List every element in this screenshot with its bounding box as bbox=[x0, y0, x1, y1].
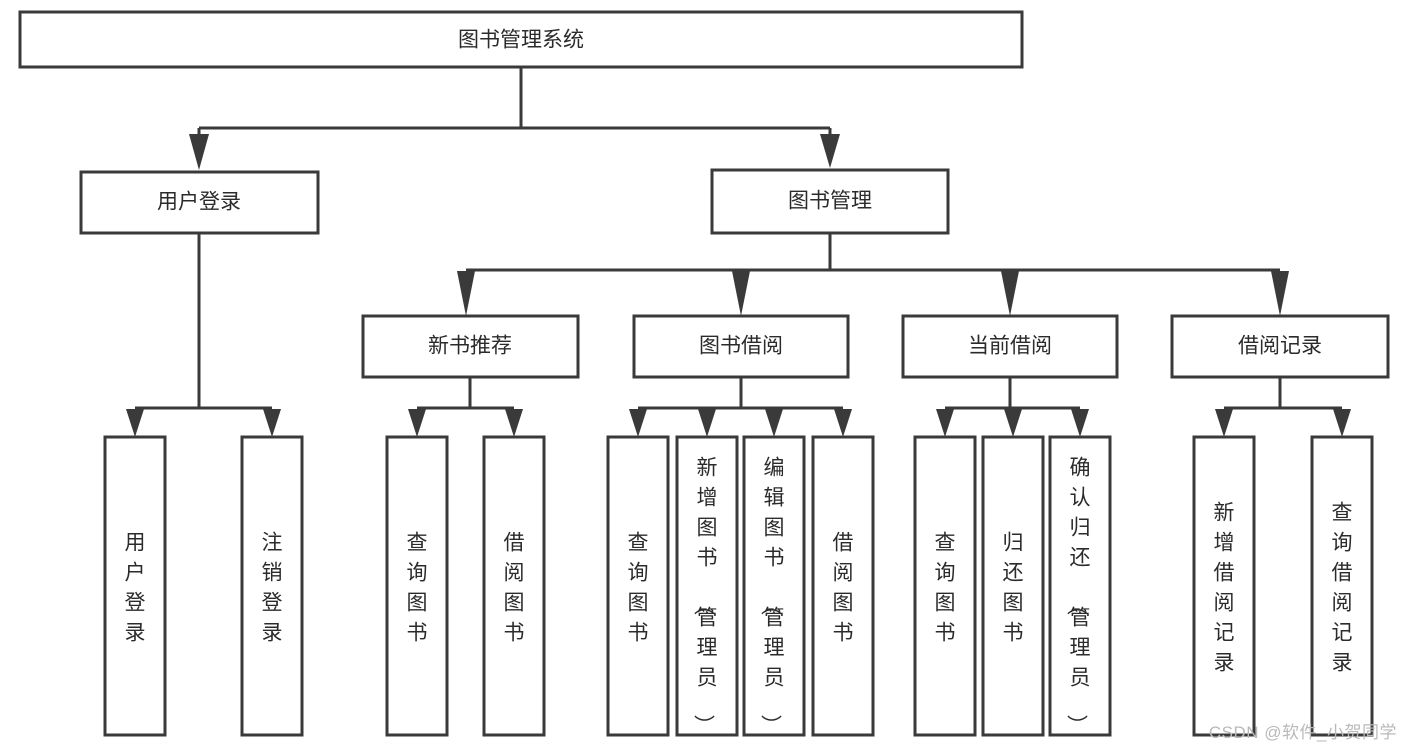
leaf-node-box[interactable] bbox=[606, 435, 670, 737]
leaf-node-label: 借阅图书 bbox=[833, 531, 854, 644]
leaf-node-box[interactable] bbox=[913, 435, 977, 737]
node-book-borrow-label: 图书借阅 bbox=[699, 335, 783, 358]
leaf-node-label: 查询图书 bbox=[407, 531, 428, 644]
leaf-node[interactable]: 查询图书 bbox=[385, 435, 449, 737]
node-new-book-recommend[interactable]: 新书推荐 bbox=[361, 314, 580, 379]
connector-layer bbox=[126, 67, 1351, 437]
node-root-box[interactable] bbox=[18, 10, 1024, 69]
arrow-head-leaf-query-book-1 bbox=[408, 409, 426, 437]
csdn-watermark: CSDN @软件_小贺同学 bbox=[1208, 723, 1397, 742]
leaf-node-label: 归还图书 bbox=[1003, 531, 1024, 644]
leaf-node[interactable]: 新增图书（管理员） bbox=[675, 435, 739, 737]
leaf-node-label: 借阅图书 bbox=[504, 531, 525, 644]
leaf-node-label: 查询图书 bbox=[935, 531, 956, 644]
node-book-borrow[interactable]: 图书借阅 bbox=[632, 314, 850, 379]
node-root[interactable]: 图书管理系统 bbox=[18, 10, 1024, 69]
leaf-node-label: 查询图书 bbox=[628, 531, 649, 644]
leaf-node-box[interactable] bbox=[981, 435, 1045, 737]
node-borrow-record-box[interactable] bbox=[1170, 314, 1390, 379]
leaf-node-box[interactable] bbox=[1310, 435, 1374, 737]
node-current-borrow[interactable]: 当前借阅 bbox=[901, 314, 1119, 379]
leaf-node-box[interactable] bbox=[103, 435, 167, 737]
node-borrow-record-label: 借阅记录 bbox=[1238, 335, 1322, 358]
node-user-login[interactable]: 用户登录 bbox=[79, 170, 320, 235]
leaf-node-label: 用户登录 bbox=[125, 531, 146, 644]
node-book-manage-label: 图书管理 bbox=[788, 190, 872, 213]
leaf-node-box[interactable] bbox=[811, 435, 875, 737]
node-borrow-record[interactable]: 借阅记录 bbox=[1170, 314, 1390, 379]
node-root-label: 图书管理系统 bbox=[458, 29, 584, 52]
node-user-login-label: 用户登录 bbox=[157, 191, 241, 214]
leaf-node[interactable]: 编辑图书（管理员） bbox=[742, 435, 806, 737]
node-book-manage[interactable]: 图书管理 bbox=[710, 168, 950, 235]
leaf-node-label: 新增借阅记录 bbox=[1214, 501, 1235, 674]
leaf-node[interactable]: 查询图书 bbox=[913, 435, 977, 737]
node-book-manage-box[interactable] bbox=[710, 168, 950, 235]
arrow-head-leaf-confirm-return bbox=[1071, 409, 1089, 437]
leaf-node[interactable]: 用户登录 bbox=[103, 435, 167, 737]
arrow-head-borrow-record bbox=[1271, 271, 1289, 316]
arrow-head-user-login bbox=[189, 134, 209, 170]
leaf-node[interactable]: 查询图书 bbox=[606, 435, 670, 737]
arrow-head-leaf-logout bbox=[263, 409, 281, 437]
leaf-node[interactable]: 新增借阅记录 bbox=[1192, 435, 1256, 737]
arrow-head-leaf-borrow-book-2 bbox=[834, 409, 852, 437]
leaf-node-box[interactable] bbox=[1048, 435, 1112, 737]
arrow-head-leaf-add-record bbox=[1215, 409, 1233, 437]
node-user-login-box[interactable] bbox=[79, 170, 320, 235]
leaf-node-box[interactable] bbox=[240, 435, 304, 737]
node-current-borrow-label: 当前借阅 bbox=[968, 335, 1052, 358]
leaf-node-box[interactable] bbox=[482, 435, 546, 737]
leaf-node[interactable]: 借阅图书 bbox=[811, 435, 875, 737]
leaf-node-box[interactable] bbox=[385, 435, 449, 737]
node-new-book-recommend-box[interactable] bbox=[361, 314, 580, 379]
leaf-node-label: 确认归还（管理员） bbox=[1065, 456, 1091, 735]
leaf-node[interactable]: 借阅图书 bbox=[482, 435, 546, 737]
leaf-node-layer: 用户登录 注销登录 查询图书 借阅图书 查询图书 新增图书（管理员） 编辑图书（管理员） 借阅… bbox=[103, 435, 1374, 737]
leaf-node[interactable]: 确认归还（管理员） bbox=[1048, 435, 1112, 737]
arrow-head-leaf-query-book-2 bbox=[629, 409, 647, 437]
arrow-head-leaf-add-book bbox=[698, 409, 716, 437]
leaf-node-label: 新增图书（管理员） bbox=[692, 456, 718, 735]
arrow-head-leaf-user-login bbox=[126, 409, 144, 437]
leaf-node-label: 查询借阅记录 bbox=[1332, 501, 1353, 674]
arrow-head-leaf-edit-book bbox=[765, 409, 783, 437]
node-current-borrow-box[interactable] bbox=[901, 314, 1119, 379]
leaf-node-box[interactable] bbox=[742, 435, 806, 737]
arrow-head-book-manage bbox=[820, 134, 840, 168]
arrow-head-current-borrow bbox=[1001, 271, 1019, 316]
leaf-node[interactable]: 归还图书 bbox=[981, 435, 1045, 737]
leaf-node[interactable]: 查询借阅记录 bbox=[1310, 435, 1374, 737]
arrow-head-leaf-borrow-book-1 bbox=[505, 409, 523, 437]
arrow-head-leaf-query-book-3 bbox=[936, 409, 954, 437]
arrow-head-book-borrow bbox=[732, 271, 750, 316]
node-book-borrow-box[interactable] bbox=[632, 314, 850, 379]
leaf-node[interactable]: 注销登录 bbox=[240, 435, 304, 737]
arrow-head-leaf-return-book bbox=[1004, 409, 1022, 437]
leaf-node-label: 编辑图书（管理员） bbox=[759, 456, 785, 735]
arrow-head-leaf-query-record bbox=[1333, 409, 1351, 437]
leaf-node-box[interactable] bbox=[675, 435, 739, 737]
arrow-head-new-book-rec bbox=[457, 271, 475, 316]
leaf-node-box[interactable] bbox=[1192, 435, 1256, 737]
node-new-book-recommend-label: 新书推荐 bbox=[428, 335, 512, 358]
leaf-node-label: 注销登录 bbox=[262, 531, 283, 644]
